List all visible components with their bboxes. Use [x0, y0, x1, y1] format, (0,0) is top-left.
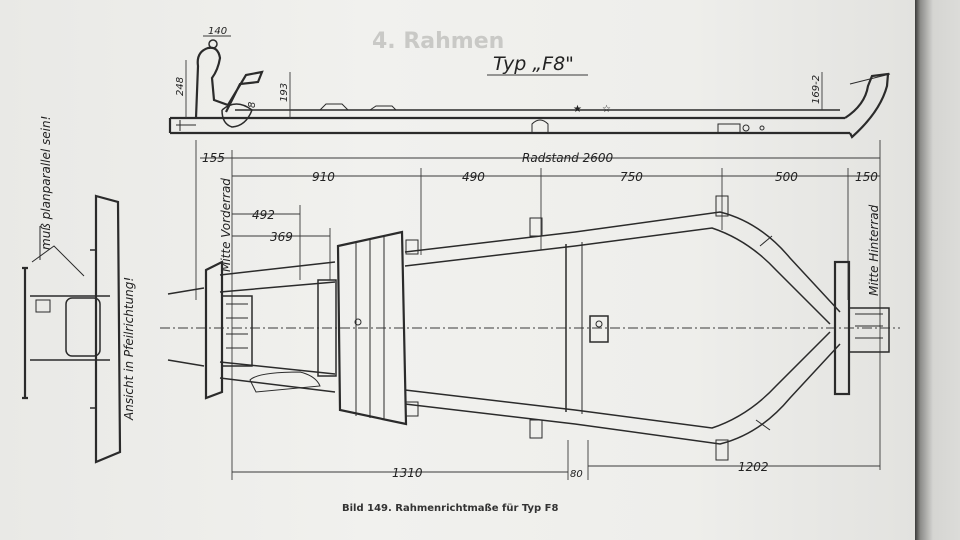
- bracket-lower-1: [529, 419, 543, 439]
- plate-mount-lower: [405, 401, 419, 417]
- rear-hub-detail: [855, 313, 883, 339]
- star-mark-2: ☆: [602, 104, 611, 115]
- rear-kickup-flange: [849, 73, 891, 85]
- dim-910: 910: [312, 170, 335, 184]
- book-binding-shadow: [915, 0, 960, 540]
- dim-140: 140: [208, 26, 227, 37]
- front-bracket: [194, 46, 264, 119]
- side-view: ★ ☆ 140 248 193 8 169-2: [168, 26, 891, 139]
- front-axle-label: Mitte Vorderrad: [219, 178, 233, 272]
- center-plate-ribs: [355, 236, 385, 420]
- plate-mount-upper: [405, 239, 419, 255]
- front-crossbar: [317, 279, 337, 377]
- end-view-arrow: [31, 245, 85, 277]
- front-mount: [221, 103, 253, 128]
- paper-sheet: [0, 0, 920, 540]
- end-view-left-post: [22, 266, 28, 400]
- tube-stays: [755, 235, 773, 431]
- dim-radstand: Radstand 2600: [522, 151, 614, 165]
- note-arrow-view: Ansicht in Pfeilrichtung!: [122, 277, 136, 421]
- lower-tube-inner: [404, 331, 831, 429]
- end-view-lug: [35, 299, 51, 313]
- ghost-heading: 4. Rahmen: [372, 29, 504, 54]
- dim-80: 80: [570, 469, 583, 480]
- note-parallel: muß planparallel sein!: [39, 116, 53, 250]
- dim-492: 492: [252, 208, 275, 222]
- lug-2: [369, 105, 397, 111]
- upper-tube-outer: [404, 211, 841, 313]
- end-view: [22, 194, 122, 464]
- star-mark-1: ★: [573, 104, 582, 115]
- bracket-hole: [208, 39, 218, 49]
- dim-500: 500: [775, 170, 798, 184]
- drawing-title: Typ „F8": [493, 53, 574, 75]
- rear-axle-label: Mitte Hinterrad: [867, 204, 881, 296]
- plan-view: [160, 195, 900, 461]
- rear-bracket: [717, 123, 741, 133]
- bracket-upper-1: [529, 217, 543, 237]
- lug-3: [531, 119, 549, 133]
- dim-369: 369: [270, 230, 293, 244]
- dim-155: 155: [202, 151, 225, 165]
- dimension-chains: 155 Radstand 2600 910 490 750 500 150 49…: [195, 140, 881, 480]
- dim-150: 150: [855, 170, 878, 184]
- dim-1310: 1310: [392, 466, 423, 480]
- figure-caption: Bild 149. Rahmenrichtmaße für Typ F8: [342, 503, 558, 514]
- side-rail: [168, 116, 850, 135]
- lower-tube-outer: [404, 343, 841, 445]
- front-spikes: [167, 287, 205, 367]
- center-bracket-hole: [595, 320, 603, 328]
- center-bracket: [589, 315, 609, 343]
- front-lower-member: [219, 361, 336, 393]
- dim-490: 490: [462, 170, 485, 184]
- dim-169-2: 169-2: [811, 75, 822, 104]
- bracket-upper-2: [715, 195, 729, 217]
- upper-tube-inner: [404, 227, 831, 325]
- front-axle-plate: [204, 260, 224, 400]
- dim-1202: 1202: [738, 460, 769, 474]
- dim-750: 750: [620, 170, 643, 184]
- front-upper-member: [219, 261, 336, 293]
- front-lower-strut: [249, 371, 321, 393]
- front-end-detail: [176, 120, 196, 131]
- lug-1: [319, 103, 349, 111]
- front-axle-block: [221, 295, 253, 367]
- center-plate: [336, 230, 408, 426]
- end-view-flange: [94, 194, 122, 464]
- end-view-ears: [90, 249, 96, 409]
- dim-248: 248: [175, 77, 186, 96]
- rear-bracket-hole: [742, 124, 750, 132]
- rear-axle-hub: [848, 307, 890, 353]
- end-view-crossbars: [30, 295, 110, 361]
- end-view-box: [65, 297, 101, 357]
- dim-193: 193: [279, 83, 290, 102]
- dim-8: 8: [247, 102, 258, 108]
- bracket-lower-2: [715, 439, 729, 461]
- center-plate-hole: [354, 318, 362, 326]
- rear-bolt: [759, 125, 765, 131]
- front-block-detail: [226, 303, 248, 349]
